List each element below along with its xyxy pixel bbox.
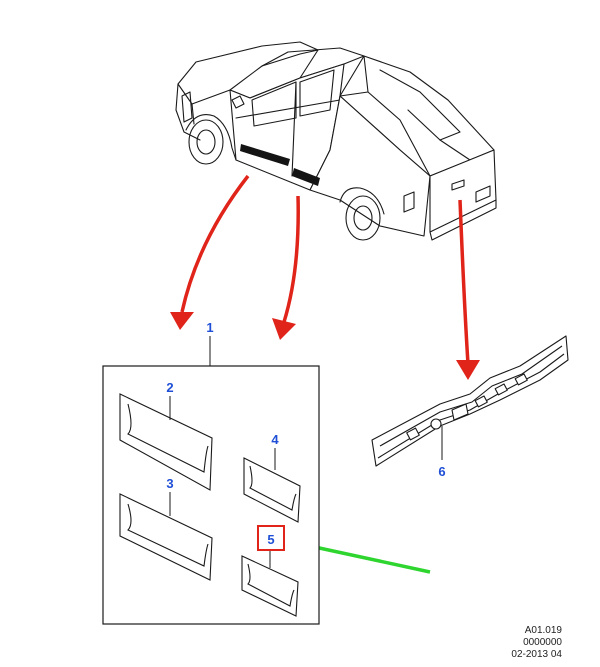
- red-arrow-tailgate: [456, 199, 480, 380]
- callout-4: 4: [271, 432, 279, 447]
- part-5-small-molding: [241, 555, 299, 617]
- callout-3: 3: [166, 476, 173, 491]
- reference-block: A01.019 0000000 02-2013 04: [511, 625, 562, 661]
- part-3-large-molding: [119, 493, 213, 581]
- front-door-molding: [240, 144, 290, 166]
- part-6-tailgate-molding: [371, 335, 569, 467]
- red-arrow-front: [170, 174, 250, 330]
- part-2-large-molding: [119, 393, 213, 491]
- pickup-truck-illustration: [175, 41, 497, 241]
- red-arrow-rear: [272, 195, 300, 340]
- callout-5-highlight-box: [257, 525, 285, 551]
- reference-number: 0000000: [523, 637, 562, 648]
- callout-5: 5: [267, 532, 274, 547]
- callout-6: 6: [438, 464, 445, 479]
- part-4-small-molding: [243, 457, 301, 523]
- reference-code: A01.019: [524, 625, 562, 636]
- callout-2: 2: [166, 380, 173, 395]
- reference-date: 02-2013 04: [511, 649, 562, 660]
- callout-1: 1: [206, 320, 213, 335]
- rear-door-molding: [292, 168, 320, 186]
